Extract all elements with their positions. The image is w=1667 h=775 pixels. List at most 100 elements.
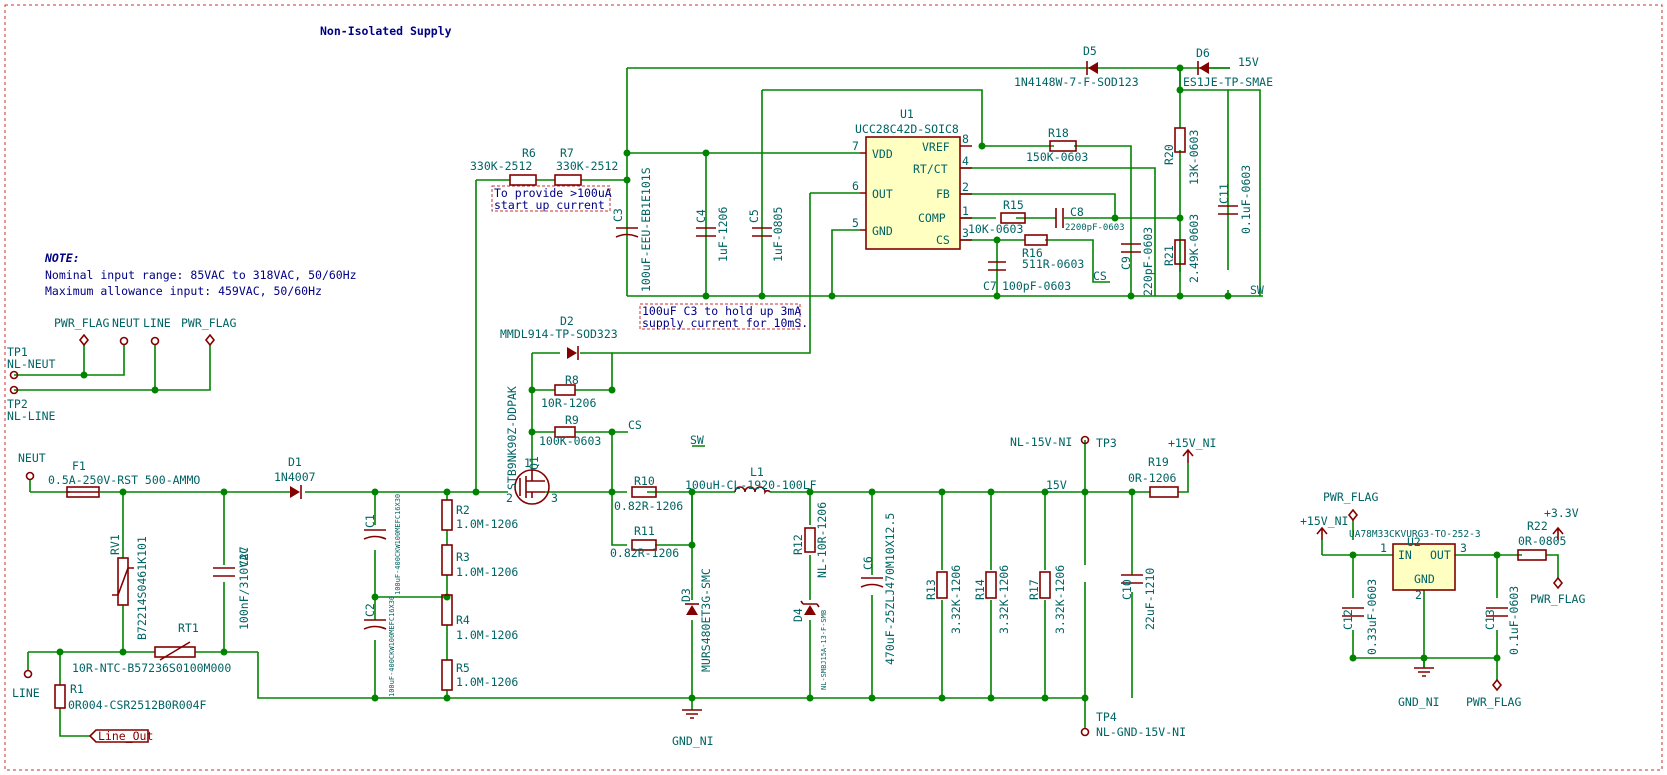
pwr-flag-label-reg-right: PWR_FLAG <box>1530 592 1585 606</box>
r18-value: 150K-0603 <box>1026 150 1088 164</box>
r5-resistor[interactable]: R5 1.0M-1206 <box>441 659 518 691</box>
d6-value: ES1JE-TP-SMAE <box>1183 75 1273 89</box>
u1-pin-fb: FB <box>936 187 950 201</box>
c2-capacitor[interactable]: C2 100uF-400CKW100MEFC16X30 <box>363 596 396 697</box>
r17-resistor[interactable]: R17 3.32K-1206 <box>1027 565 1067 634</box>
c4-capacitor[interactable]: C4 1uF-1206 <box>694 207 730 262</box>
u2-regulator-ic[interactable]: U2 UA78M33CKVURG3-TO-252-3 IN GND OUT 1 … <box>1349 529 1481 602</box>
c7-capacitor[interactable]: C7 100pF-0603 <box>983 261 1071 293</box>
r7-ref: R7 <box>560 146 574 160</box>
line-label-top: LINE <box>143 316 171 330</box>
c12-capacitor[interactable]: C12 0.33uF-0603 <box>1341 579 1379 655</box>
r2-resistor[interactable]: R2 1.0M-1206 <box>441 499 518 531</box>
r21-ref: R21 <box>1162 245 1176 266</box>
r13-resistor[interactable]: R13 3.32K-1206 <box>924 565 963 634</box>
c9-value: 220pF-0603 <box>1141 227 1155 296</box>
line-out-label: Line_Out <box>98 729 153 743</box>
tp4-test-point[interactable]: TP4 NL-GND-15V-NI <box>1080 710 1187 739</box>
c3-ref: C3 <box>611 208 625 222</box>
v15-label-output: 15V <box>1046 478 1067 492</box>
junctions <box>56 64 1501 702</box>
u1-controller-ic[interactable]: U1 UCC28C42D-SOIC8 VDD OUT GND VREF RT/C… <box>852 107 972 250</box>
r1-resistor[interactable]: R1 0R004-CSR2512B0R004F <box>54 682 207 712</box>
d4-diode[interactable]: D4 NL-SMBJ15A-13-F-SMB <box>791 600 828 690</box>
r14-value: 3.32K-1206 <box>997 565 1011 634</box>
note-r6-box <box>491 185 611 212</box>
r7-resistor[interactable]: R7 330K-2512 <box>554 146 618 186</box>
r13-ref: R13 <box>924 579 938 600</box>
rv1-varistor[interactable]: RV1 B72214S0461K101 <box>108 534 149 640</box>
c2-ref: C2 <box>363 603 377 617</box>
c6-value: 470uF-25ZLJ470M10X12.5 <box>883 513 897 665</box>
r12-value: NL-10R-1206 <box>815 502 829 578</box>
r20-resistor[interactable]: R20 13K-0603 <box>1162 127 1201 185</box>
c7-value: 100pF-0603 <box>1002 279 1071 293</box>
wires <box>14 67 1559 737</box>
q1-pin-1: 1 <box>524 456 531 470</box>
d5-ref: D5 <box>1083 44 1097 58</box>
c5-capacitor[interactable]: C5 1uF-0805 <box>747 207 785 262</box>
d2-diode[interactable]: D2 MMDL914-TP-SOD323 <box>500 314 618 360</box>
r22-resistor[interactable]: R22 0R-0805 <box>1517 519 1566 561</box>
tp2-value: NL-LINE <box>7 409 56 423</box>
tp1-test-point[interactable]: TP1 NL-NEUT <box>7 345 56 380</box>
r12-resistor[interactable]: R12 NL-10R-1206 <box>791 502 829 578</box>
r21-resistor[interactable]: R21 2.49K-0603 <box>1162 214 1201 283</box>
c5-value: 1uF-0805 <box>771 207 785 262</box>
c10-capacitor[interactable]: C10 22uF-1210 <box>1120 568 1157 630</box>
l1-value: 100uH-CL-1920-100LF <box>685 478 817 492</box>
d6-ref: D6 <box>1196 46 1210 60</box>
r22-ref: R22 <box>1527 519 1548 533</box>
r4-resistor[interactable]: R4 1.0M-1206 <box>441 594 518 642</box>
c3-capacitor[interactable]: C3 100uF-EEU-EB1E101S <box>611 167 653 292</box>
d5-diode[interactable]: D5 1N4148W-7-F-SOD123 <box>1014 44 1139 89</box>
c13-capacitor[interactable]: C13 0.1uF-0603 <box>1483 586 1521 655</box>
q1-ref: Q1 <box>527 456 541 470</box>
q1-mosfet[interactable]: Q1 STB9NK90Z-DDPAK 1 2 3 <box>505 386 558 505</box>
c11-capacitor[interactable]: C11 0.1uF-0603 <box>1217 165 1253 234</box>
r6-resistor[interactable]: R6 330K-2512 <box>470 146 537 186</box>
r21-value: 2.49K-0603 <box>1187 214 1201 283</box>
r8-resistor[interactable]: R8 10R-1206 <box>541 373 596 410</box>
pwr-flag-label-1: PWR_FLAG <box>54 316 109 330</box>
d3-diode[interactable]: D3 MURS480ET3G-SMC <box>679 568 713 672</box>
neut-label-top: NEUT <box>112 316 140 330</box>
note-c3-line-2: supply current for 10mS. <box>642 316 808 330</box>
f1-fuse[interactable]: F1 0.5A-250V-RST 500-AMMO <box>48 459 200 498</box>
c6-ref: C6 <box>861 556 875 570</box>
r3-ref: R3 <box>456 550 470 564</box>
r10-resistor[interactable]: R10 0.82R-1206 <box>614 474 683 513</box>
u2-pin-gnd: GND <box>1414 572 1435 586</box>
r3-value: 1.0M-1206 <box>456 565 518 579</box>
d1-diode[interactable]: D1 1N4007 <box>274 455 316 499</box>
c27-capacitor[interactable]: C27 100nF/310VAC <box>213 546 251 630</box>
r14-resistor[interactable]: R14 3.32K-1206 <box>973 565 1011 634</box>
c9-capacitor[interactable]: C9 220pF-0603 <box>1119 227 1155 296</box>
c6-capacitor[interactable]: C6 470uF-25ZLJ470M10X12.5 <box>860 513 897 665</box>
u1-pin-comp: COMP <box>918 211 946 225</box>
u1-pin-cs: CS <box>936 233 950 247</box>
tp2-test-point[interactable]: TP2 NL-LINE <box>7 385 56 424</box>
tp3-test-point[interactable]: TP3 NL-15V-NI <box>1010 435 1117 450</box>
c13-value: 0.1uF-0603 <box>1507 586 1521 655</box>
sw-label-mid: SW <box>690 433 704 447</box>
l1-ref: L1 <box>750 465 764 479</box>
r16-resistor[interactable]: R16 511R-0603 <box>1022 234 1084 271</box>
c27-value: 100nF/310VAC <box>237 547 251 630</box>
rt1-thermistor[interactable]: RT1 10R-NTC-B57236S0100M000 <box>72 621 231 675</box>
note-c3-box <box>639 303 801 330</box>
c8-capacitor[interactable]: C8 2200pF-0603 <box>1055 205 1125 233</box>
r3-resistor[interactable]: R3 1.0M-1206 <box>441 544 518 579</box>
l1-inductor[interactable]: L1 100uH-CL-1920-100LF <box>685 465 817 495</box>
r9-resistor[interactable]: R9 100K-0603 <box>539 413 601 448</box>
c1-capacitor[interactable]: C1 100uF-400CKW100MEFC16X30 <box>363 494 402 595</box>
c11-ref: C11 <box>1217 183 1231 204</box>
note-r6-line-2: start up current <box>494 198 605 212</box>
c9-ref: C9 <box>1119 256 1133 270</box>
d3-value: MURS480ET3G-SMC <box>699 568 713 672</box>
r11-resistor[interactable]: R11 0.82R-1206 <box>610 524 679 560</box>
r19-resistor[interactable]: R19 0R-1206 <box>1128 455 1179 498</box>
r15-resistor[interactable]: R15 10K-0603 <box>968 198 1026 236</box>
d6-diode[interactable]: D6 ES1JE-TP-SMAE <box>1183 46 1273 89</box>
r18-resistor[interactable]: R18 150K-0603 <box>1026 126 1088 164</box>
